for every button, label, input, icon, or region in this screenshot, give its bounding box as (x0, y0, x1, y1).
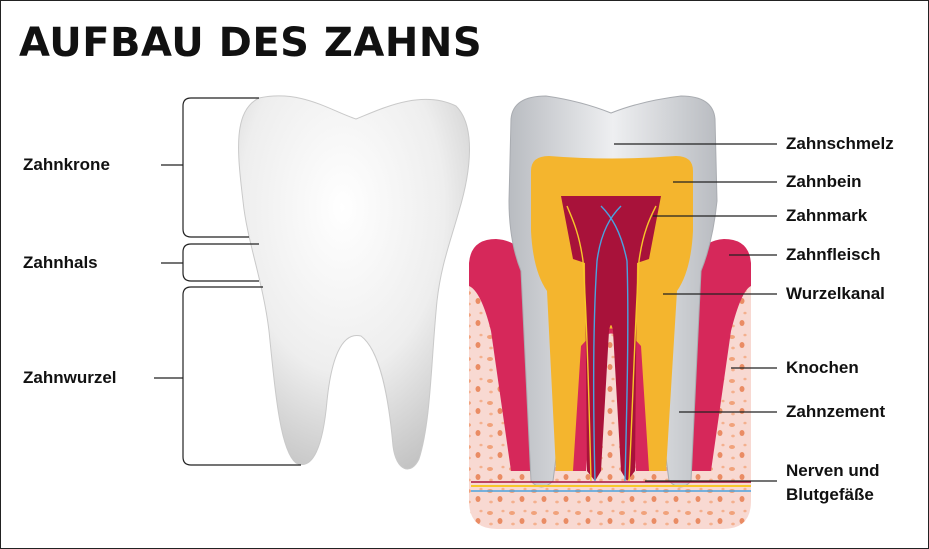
tooth-cross-section (469, 96, 751, 529)
label-zahnbein: Zahnbein (786, 170, 862, 194)
label-zahnzement: Zahnzement (786, 400, 885, 424)
label-zahnmark: Zahnmark (786, 204, 867, 228)
whole-tooth (239, 96, 470, 469)
label-zahnschmelz: Zahnschmelz (786, 132, 894, 156)
label-knochen: Knochen (786, 356, 859, 380)
label-nerven-und: Nerven und (786, 459, 880, 483)
label-zahnhals: Zahnhals (23, 253, 98, 273)
label-zahnfleisch: Zahnfleisch (786, 243, 880, 267)
label-zahnwurzel: Zahnwurzel (23, 368, 117, 388)
label-blutgefaesse: Blutgefäße (786, 483, 874, 507)
label-wurzelkanal: Wurzelkanal (786, 282, 885, 306)
label-zahnkrone: Zahnkrone (23, 155, 110, 175)
